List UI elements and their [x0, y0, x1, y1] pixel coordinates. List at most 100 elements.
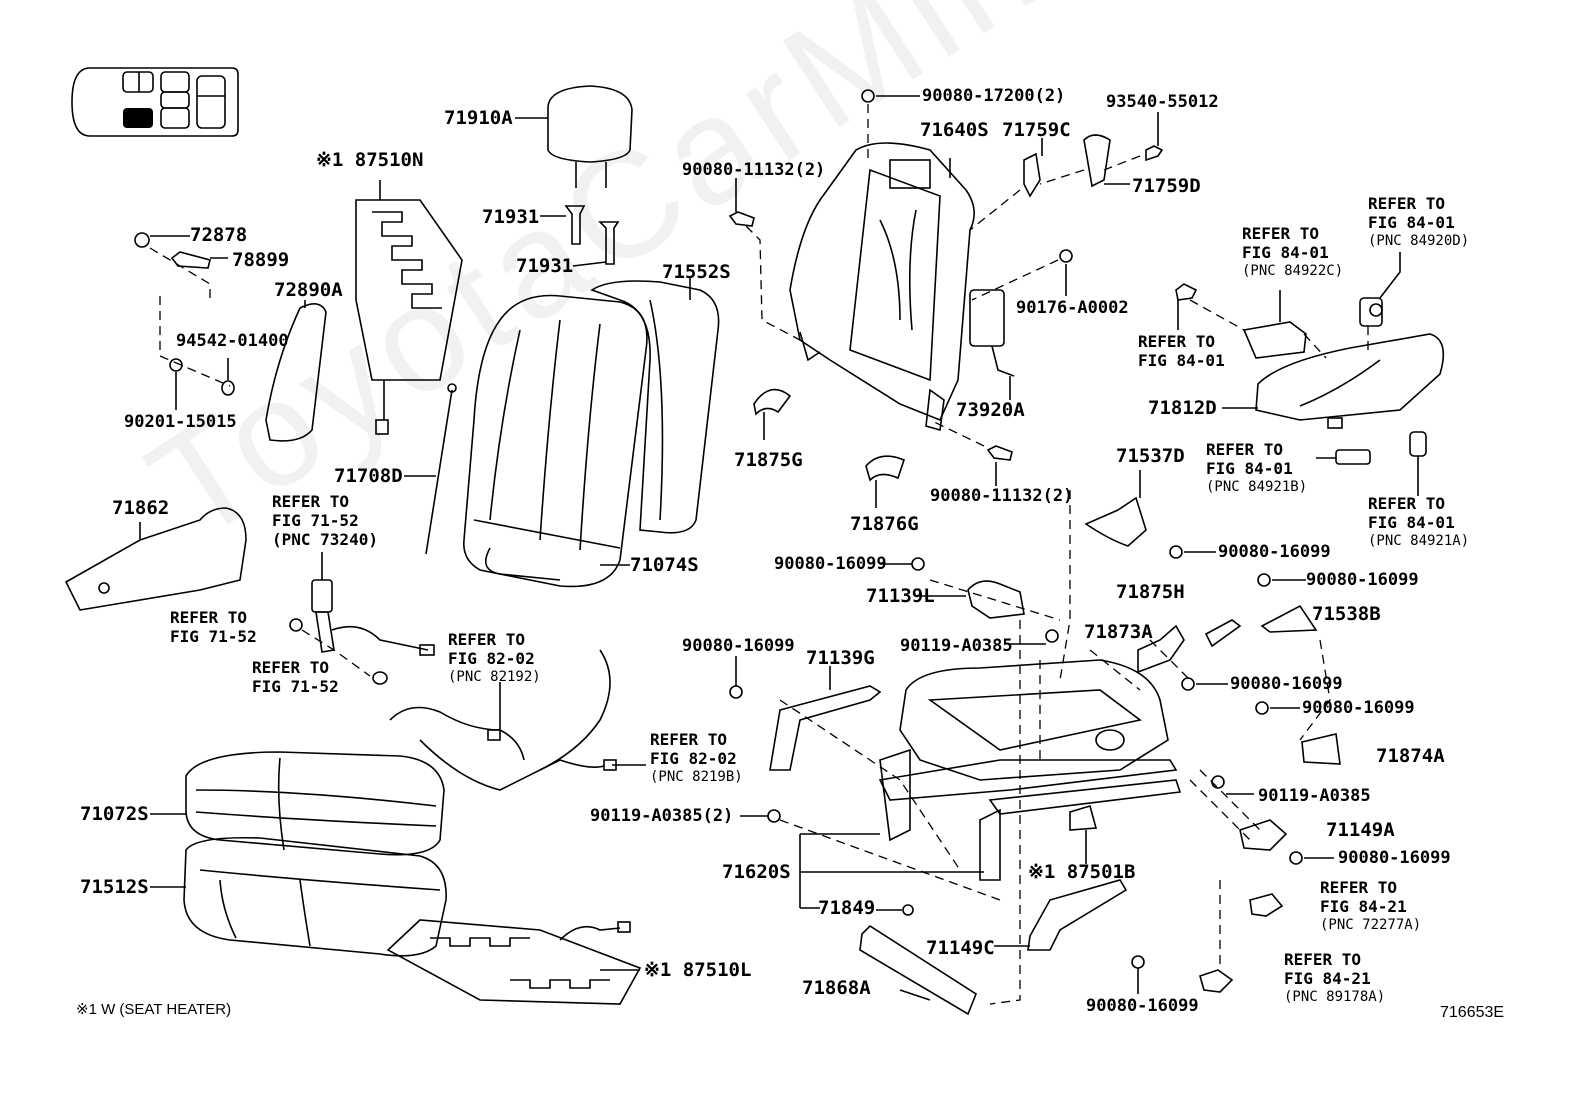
trim-clips-71759: [969, 112, 1164, 231]
seat-switches: [1175, 252, 1427, 496]
refer-fig: FIG 84-21: [1320, 897, 1407, 916]
part-label-71538B[interactable]: 71538B: [1312, 603, 1381, 625]
refer-fig: FIG 82-02: [650, 749, 737, 768]
part-label-90080-16099-a[interactable]: 90080-16099: [1218, 542, 1331, 562]
refer-fig: FIG 71-52: [252, 677, 339, 696]
part-label-71812D[interactable]: 71812D: [1148, 397, 1217, 419]
seatback-pad-71552S: [590, 278, 720, 534]
part-label-87510N[interactable]: ※1 87510N: [316, 149, 424, 171]
seatback-cover-71074S: [463, 294, 648, 588]
part-label-90080-11132-upper[interactable]: 90080-11132(2): [682, 160, 826, 180]
part-label-90119-A0385-a[interactable]: 90119-A0385: [900, 636, 1013, 656]
part-label-71849[interactable]: 71849: [818, 897, 876, 919]
part-label-71139L[interactable]: 71139L: [866, 585, 935, 607]
fasteners-right: [729, 545, 1334, 994]
refer-line: REFER TO: [448, 630, 526, 649]
seatback-heater-mat-87510N: [355, 180, 463, 435]
seatback-frame-71640S: [789, 142, 975, 432]
refer-pnc: (PNC 73240): [272, 530, 378, 549]
refer-fig: FIG 82-02: [448, 649, 535, 668]
seat-cushion-cover-71072S: [150, 751, 445, 856]
rod-71708D: [404, 383, 457, 555]
refer-line: REFER TO: [1368, 494, 1446, 513]
part-label-72890A[interactable]: 72890A: [274, 279, 343, 301]
part-label-71708D[interactable]: 71708D: [334, 465, 403, 487]
part-label-71537D[interactable]: 71537D: [1116, 445, 1185, 467]
refer-line: REFER TO: [272, 492, 350, 511]
part-label-78899[interactable]: 78899: [232, 249, 290, 271]
part-label-71931-lower[interactable]: 71931: [516, 255, 574, 277]
refer-pnc: (PNC 84921B): [1206, 479, 1308, 495]
seat-position-locator-icon: [71, 67, 239, 137]
part-label-71072S[interactable]: 71072S: [80, 803, 149, 825]
part-label-73920A[interactable]: 73920A: [956, 399, 1025, 421]
part-label-90080-16099-d[interactable]: 90080-16099: [682, 636, 795, 656]
part-label-90176-A0002[interactable]: 90176-A0002: [1016, 298, 1129, 318]
refer-pnc: (PNC 82192): [448, 669, 541, 685]
refer-line: REFER TO: [1242, 224, 1320, 243]
part-label-71759C[interactable]: 71759C: [1002, 119, 1071, 141]
part-label-71874A[interactable]: 71874A: [1376, 745, 1445, 767]
part-label-90080-16099-f[interactable]: 90080-16099: [1302, 698, 1415, 718]
wire-harness-82192: [389, 649, 646, 791]
refer-line: REFER TO: [1368, 194, 1446, 213]
part-label-90080-16099-c[interactable]: 90080-16099: [1306, 570, 1419, 590]
covers-71875G-71876G: [753, 388, 905, 508]
part-label-90119-A0385-2[interactable]: 90119-A0385(2): [590, 806, 734, 826]
part-label-90080-17200[interactable]: 90080-17200(2): [922, 86, 1066, 106]
part-label-71910A[interactable]: 71910A: [444, 107, 513, 129]
part-label-72878[interactable]: 72878: [190, 224, 248, 246]
part-label-87501B[interactable]: ※1 87501B: [1028, 861, 1136, 883]
part-label-90080-16099-e[interactable]: 90080-16099: [1230, 674, 1343, 694]
assembly-dashed-lines: [779, 490, 1331, 1005]
part-label-71862[interactable]: 71862: [112, 497, 170, 519]
part-label-71759D[interactable]: 71759D: [1132, 175, 1201, 197]
part-label-90080-16099-g[interactable]: 90080-16099: [1338, 848, 1451, 868]
part-label-93540-55012[interactable]: 93540-55012: [1106, 92, 1219, 112]
headrest-guides-71931: [540, 205, 620, 267]
part-label-71139G[interactable]: 71139G: [806, 647, 875, 669]
part-label-71149A[interactable]: 71149A: [1326, 819, 1395, 841]
part-label-87510L[interactable]: ※1 87510L: [644, 959, 752, 981]
module-73920A: [969, 259, 1059, 400]
part-label-71640S[interactable]: 71640S: [920, 119, 989, 141]
refer-fig: FIG 84-01: [1206, 459, 1293, 478]
refer-fig: FIG 84-21: [1284, 969, 1371, 988]
refer-fig: FIG 71-52: [170, 627, 257, 646]
part-label-71931-upper[interactable]: 71931: [482, 206, 540, 228]
part-label-90080-16099-h[interactable]: 90080-16099: [1086, 996, 1199, 1016]
part-label-90080-11132-lower[interactable]: 90080-11132(2): [930, 486, 1074, 506]
part-label-71873A[interactable]: 71873A: [1084, 621, 1153, 643]
part-label-71875H[interactable]: 71875H: [1116, 581, 1185, 603]
part-label-71512S[interactable]: 71512S: [80, 876, 149, 898]
part-label-90201-15015[interactable]: 90201-15015: [124, 412, 237, 432]
part-label-71868A[interactable]: 71868A: [802, 977, 871, 999]
part-label-90080-16099-b[interactable]: 90080-16099: [774, 554, 887, 574]
part-label-71876G[interactable]: 71876G: [850, 513, 919, 535]
seat-track-frame-71620S: [799, 659, 1182, 909]
side-covers-bottom: [859, 879, 1128, 1016]
part-label-90119-A0385-b[interactable]: 90119-A0385: [1258, 786, 1371, 806]
part-label-94542-01400[interactable]: 94542-01400: [176, 331, 289, 351]
part-label-71149C[interactable]: 71149C: [926, 937, 995, 959]
part-label-71552S[interactable]: 71552S: [662, 261, 731, 283]
part-label-71074S[interactable]: 71074S: [630, 554, 699, 576]
footnote-seat-heater: ※1 W (SEAT HEATER): [76, 1001, 232, 1018]
refer-fig: FIG 71-52: [272, 511, 359, 530]
part-label-71620S[interactable]: 71620S: [722, 861, 791, 883]
part-label-71875G[interactable]: 71875G: [734, 449, 803, 471]
refer-fig: FIG 84-01: [1368, 213, 1455, 232]
